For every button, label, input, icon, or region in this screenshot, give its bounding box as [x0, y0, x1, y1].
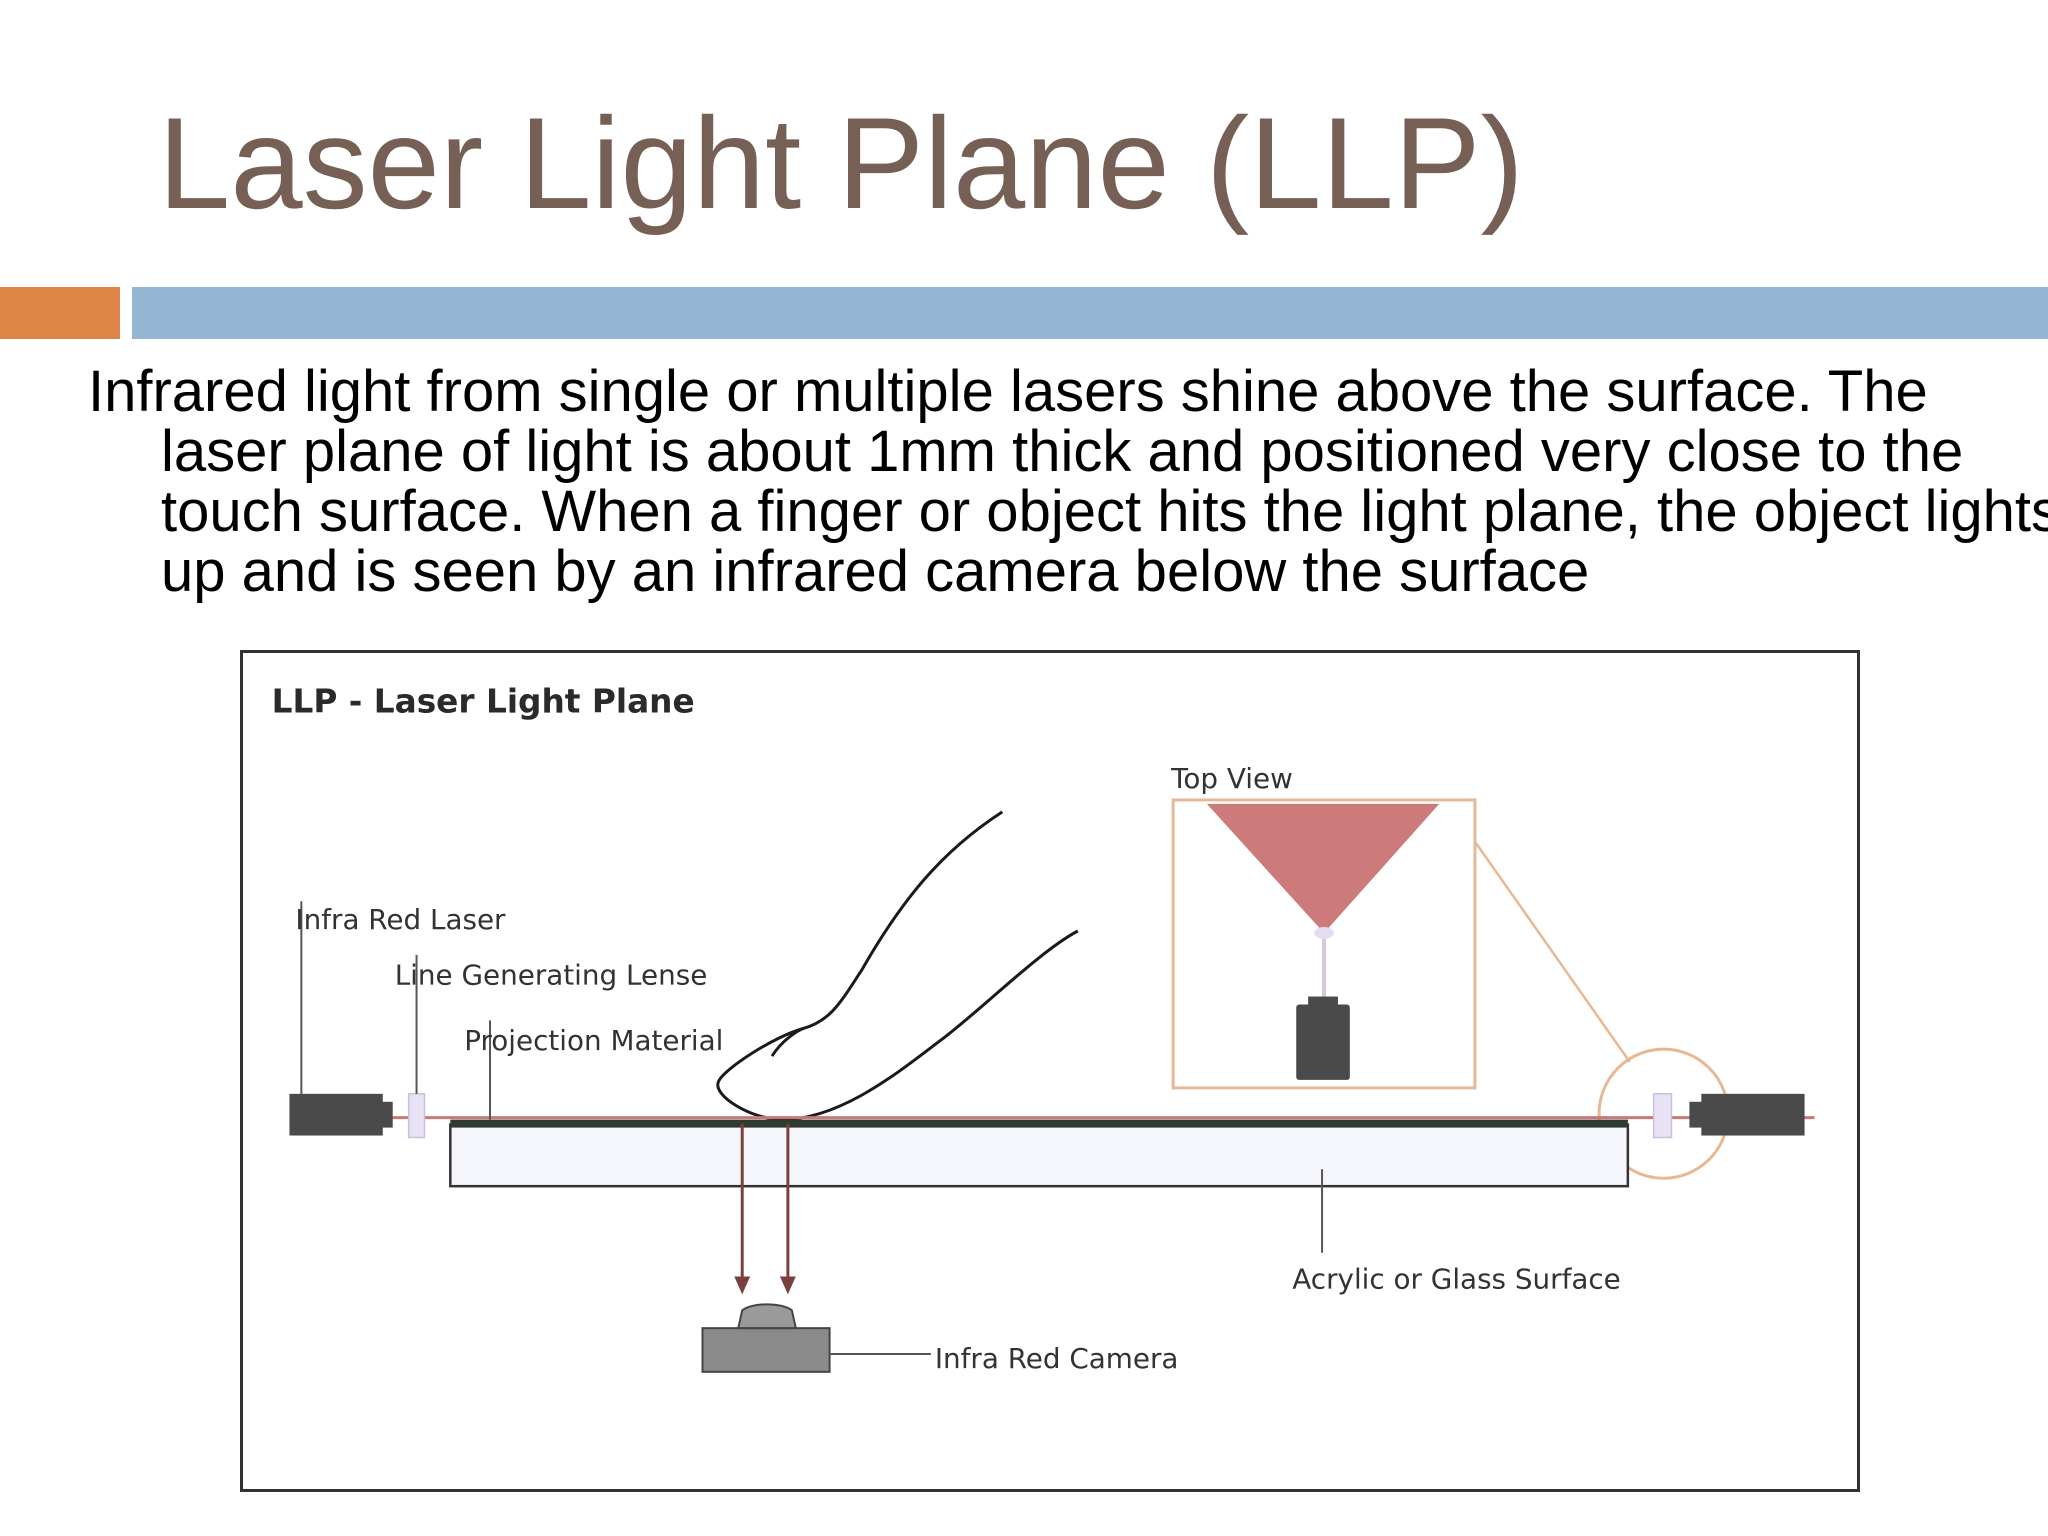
acrylic-surface — [449, 1123, 1630, 1188]
left-laser-body — [289, 1093, 383, 1136]
ir-camera-lens — [736, 1303, 798, 1330]
llp-diagram: LLP - Laser Light Plane Top View — [240, 650, 1860, 1492]
slide-title: Laser Light Plane (LLP) — [158, 90, 1524, 236]
top-view-lens — [1314, 927, 1334, 939]
right-lens — [1652, 1093, 1673, 1139]
zoom-connector-line — [1473, 840, 1631, 1063]
top-view-label: Top View — [1170, 762, 1293, 795]
llp-diagram-svg: LLP - Laser Light Plane Top View — [272, 683, 1815, 1375]
right-laser-nozzle — [1689, 1101, 1704, 1128]
finger-outline — [716, 810, 1079, 1122]
diagram-title: LLP - Laser Light Plane — [272, 683, 695, 721]
right-laser-body — [1701, 1093, 1805, 1136]
ir-camera-body — [701, 1327, 831, 1373]
ray-arrowhead-right — [779, 1276, 796, 1295]
left-laser-nozzle — [380, 1101, 393, 1128]
laser-fan-cone — [1206, 803, 1440, 933]
label-line-generating-lense: Line Generating Lense — [395, 959, 708, 992]
top-view-laser-nozzle — [1308, 996, 1338, 1007]
accent-bar-orange — [0, 287, 120, 339]
label-projection-material: Projection Material — [464, 1024, 723, 1057]
body-paragraph: Infrared light from single or multiple l… — [88, 359, 2048, 604]
accent-bar-blue — [132, 287, 2048, 339]
projection-material-layer — [450, 1119, 1628, 1128]
top-view-laser-device — [1296, 1004, 1350, 1080]
left-lens — [407, 1093, 426, 1139]
label-infra-red-laser: Infra Red Laser — [295, 903, 506, 936]
label-acrylic-surface: Acrylic or Glass Surface — [1292, 1262, 1621, 1295]
label-infra-red-camera: Infra Red Camera — [935, 1342, 1179, 1375]
ray-arrowhead-left — [734, 1276, 751, 1295]
fingernail — [770, 1026, 805, 1057]
